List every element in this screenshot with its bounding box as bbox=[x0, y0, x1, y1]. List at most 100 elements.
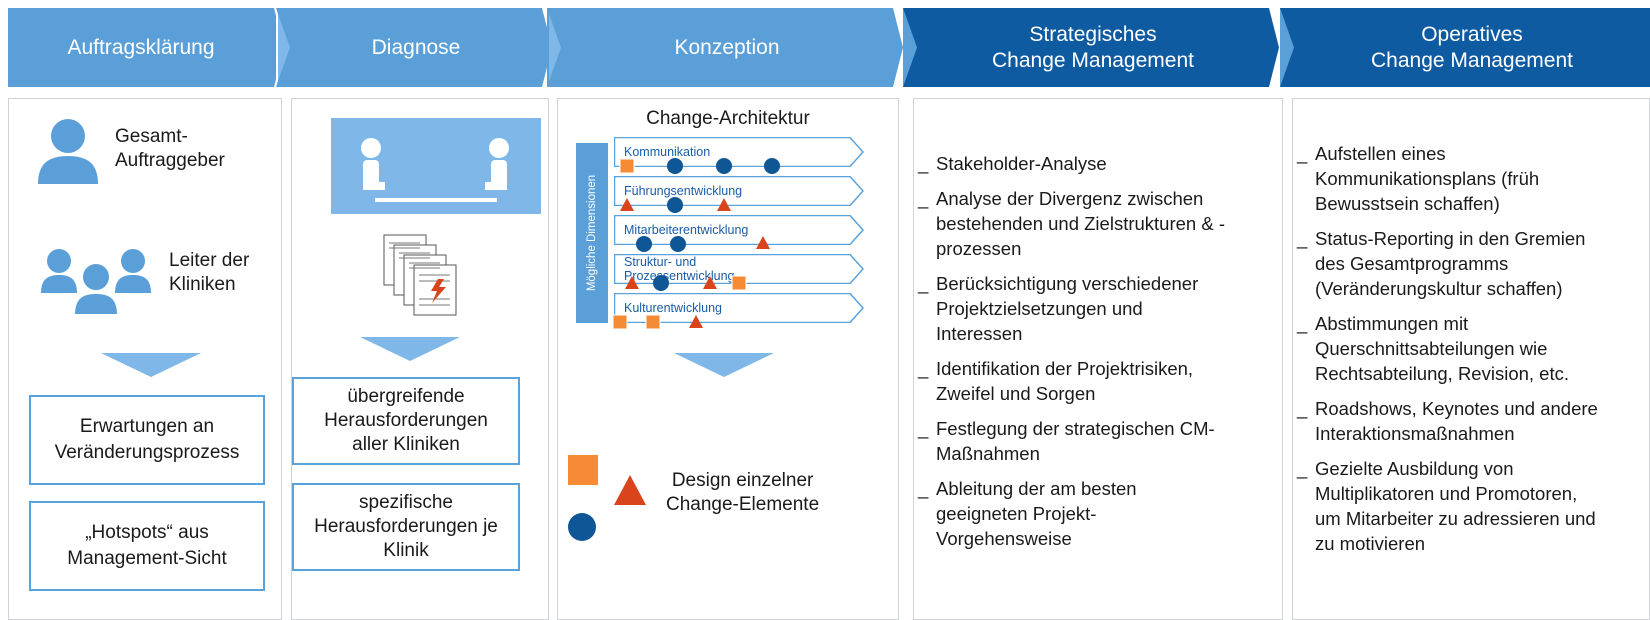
operative-measures-list: Aufstellen eines Kommunikationsplans (fr… bbox=[1293, 141, 1647, 556]
meeting-icon bbox=[331, 118, 541, 214]
list-item-line: Identifikation der Projektrisiken, bbox=[936, 358, 1194, 379]
marker-square-icon bbox=[612, 314, 628, 330]
phase-label: Auftragsklärung bbox=[67, 35, 215, 59]
down-arrow-icon bbox=[360, 337, 460, 361]
dimension-label: Struktur- und Prozessentwicklung bbox=[624, 255, 735, 283]
list-item: Roadshows, Keynotes und andere Interakti… bbox=[1293, 396, 1647, 446]
list-item-line: Vorgehensweise bbox=[936, 528, 1072, 549]
list-item-line: Interessen bbox=[936, 323, 1023, 344]
phase-chevron-strategisches-cm: Strategisches Change Management bbox=[903, 8, 1279, 87]
list-item: Berücksichtigung verschiedener Projektzi… bbox=[914, 271, 1280, 346]
dimension-label: Mitarbeiterentwicklung bbox=[624, 223, 749, 237]
list-item: Abstimmungen mit Querschnittsabteilungen… bbox=[1293, 311, 1647, 386]
list-item-line: Roadshows, Keynotes und andere bbox=[1315, 398, 1598, 419]
change-elements-icon bbox=[568, 455, 646, 541]
list-item-line: des Gesamtprogramms bbox=[1315, 253, 1509, 274]
person-label-line2: Auftraggeber bbox=[115, 150, 225, 171]
result-box-line1: „Hotspots“ aus bbox=[85, 522, 209, 543]
chevron-shape bbox=[903, 8, 1279, 87]
list-item-line: Status-Reporting in den Gremien bbox=[1315, 228, 1586, 249]
group-label-line2: Kliniken bbox=[169, 274, 236, 295]
result-box-line3: Klinik bbox=[383, 540, 429, 561]
list-item: Gezielte Ausbildung von Multiplikatoren … bbox=[1293, 456, 1647, 556]
down-arrow-icon bbox=[101, 353, 201, 377]
marker-triangle-icon bbox=[703, 276, 717, 289]
chevron-shape bbox=[276, 8, 552, 87]
marker-square-icon bbox=[645, 314, 661, 330]
list-item-line: Aufstellen eines bbox=[1315, 143, 1446, 164]
result-box-line3: aller Kliniken bbox=[352, 434, 460, 455]
phase-label-line2: Change Management bbox=[992, 48, 1194, 72]
dimension-label: Kommunikation bbox=[624, 145, 711, 159]
list-item-line: Zweifel und Sorgen bbox=[936, 383, 1096, 404]
list-item-line: Stakeholder-Analyse bbox=[936, 153, 1107, 174]
phase-chevron-diagnose: Diagnose bbox=[276, 8, 552, 87]
marker-circle-icon bbox=[667, 158, 683, 174]
result-box-erwartungen: Erwartungen an Veränderungsprozess bbox=[29, 395, 265, 485]
result-box-spezifisch: spezifische Herausforderungen je Klinik bbox=[292, 483, 520, 571]
list-item: Aufstellen eines Kommunikationsplans (fr… bbox=[1293, 141, 1647, 216]
list-item-line: Analyse der Divergenz zwischen bbox=[936, 188, 1204, 209]
dimensions-sidebar: Mögliche Dimensionen bbox=[576, 143, 608, 323]
list-item-line: (Veränderungskultur schaffen) bbox=[1315, 278, 1563, 299]
phase-label: Konzeption bbox=[674, 35, 780, 59]
phase-chevron-konzeption: Konzeption bbox=[547, 8, 903, 87]
marker-circle-icon bbox=[670, 236, 686, 252]
marker-triangle-icon bbox=[717, 198, 731, 211]
list-item-line: Multiplikatoren und Promotoren, bbox=[1315, 483, 1578, 504]
down-arrow-icon bbox=[674, 353, 774, 377]
list-item: Ableitung der am besten geeigneten Proje… bbox=[914, 476, 1280, 551]
list-item: Analyse der Divergenz zwischen bestehend… bbox=[914, 186, 1280, 261]
documents-icon bbox=[383, 234, 457, 316]
dimension-markers bbox=[612, 158, 780, 330]
list-item: Stakeholder-Analyse bbox=[914, 151, 1280, 176]
list-item-line: Berücksichtigung verschiedener bbox=[936, 273, 1199, 294]
marker-circle-icon bbox=[667, 197, 683, 213]
result-box-line2: Veränderungsprozess bbox=[54, 442, 240, 463]
list-item-line: Abstimmungen mit bbox=[1315, 313, 1469, 334]
list-item-line: Ableitung der am besten bbox=[936, 478, 1137, 499]
group-label-line1: Leiter der bbox=[169, 250, 250, 271]
phase-chevron-operatives-cm: Operatives Change Management bbox=[1280, 8, 1650, 87]
phase-label: Operatives Change Management bbox=[1294, 8, 1650, 87]
phase-label-line1: Operatives bbox=[1421, 22, 1523, 46]
design-label-line2: Change-Elemente bbox=[666, 494, 820, 515]
chevron-shape bbox=[547, 8, 903, 87]
result-box-line2: Herausforderungen je bbox=[314, 516, 498, 537]
result-box-line2: Herausforderungen bbox=[324, 410, 488, 431]
design-label-line1: Design einzelner bbox=[671, 470, 814, 491]
result-box-line1: spezifische bbox=[359, 492, 453, 513]
list-item-line: Interaktionsmaßnahmen bbox=[1315, 423, 1515, 444]
chevron-shape bbox=[1280, 8, 1650, 87]
list-item-line: Rechtsabteilung, Revision, etc. bbox=[1315, 363, 1569, 384]
marker-circle-icon bbox=[716, 158, 732, 174]
design-label: Design einzelner Change-Elemente bbox=[666, 469, 819, 517]
result-box-line2: Management-Sicht bbox=[67, 548, 227, 569]
result-box-uebergreifend: übergreifende Herausforderungen aller Kl… bbox=[292, 377, 520, 465]
dimension-label: Kulturentwicklung bbox=[624, 301, 722, 315]
list-item: Festlegung der strategischen CM- Maßnahm… bbox=[914, 416, 1280, 466]
marker-circle-icon bbox=[653, 275, 669, 291]
marker-triangle-icon bbox=[756, 236, 770, 249]
list-item: Status-Reporting in den Gremien des Gesa… bbox=[1293, 226, 1647, 301]
list-item-line: prozessen bbox=[936, 238, 1022, 259]
column-strategisches-cm: Stakeholder-Analyse Analyse der Divergen… bbox=[913, 98, 1283, 620]
marker-circle-icon bbox=[764, 158, 780, 174]
list-item-line: Bewusstsein schaffen) bbox=[1315, 193, 1500, 214]
phase-label: Diagnose bbox=[371, 35, 461, 59]
list-item-line: zu motivieren bbox=[1315, 533, 1426, 554]
phase-chevron-auftragsklaerung: Auftragsklärung bbox=[8, 8, 284, 87]
phase-label-line2: Change Management bbox=[1371, 48, 1573, 72]
chevron-shape bbox=[8, 8, 284, 87]
person-icon bbox=[38, 119, 98, 184]
result-box-line1: Erwartungen an bbox=[79, 416, 215, 437]
list-item-line: Gezielte Ausbildung von bbox=[1315, 458, 1514, 479]
list-item-line: Querschnittsabteilungen wie bbox=[1315, 338, 1548, 359]
list-item-line: bestehenden und Zielstrukturen & - bbox=[936, 213, 1225, 234]
marker-triangle-icon bbox=[620, 198, 634, 211]
list-item-line: Maßnahmen bbox=[936, 443, 1040, 464]
list-item-line: Kommunikationsplans (früh bbox=[1315, 168, 1540, 189]
list-item-line: Festlegung der strategischen CM- bbox=[936, 418, 1215, 439]
column-diagnose: übergreifende Herausforderungen aller Kl… bbox=[291, 98, 549, 620]
group-label: Leiter der Kliniken bbox=[169, 249, 249, 297]
